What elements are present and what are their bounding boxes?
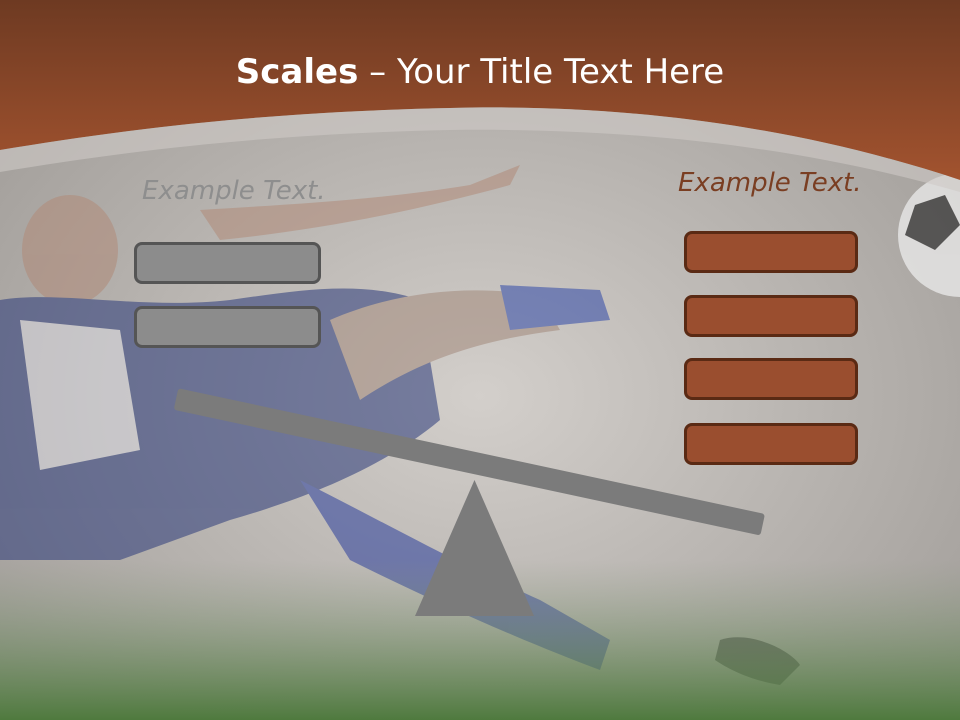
right-box-3	[684, 358, 858, 400]
left-example-text: Example Text.	[142, 176, 326, 206]
title-rest: – Your Title Text Here	[358, 52, 725, 92]
right-box-2	[684, 295, 858, 337]
title-bold: Scales	[235, 52, 359, 92]
right-example-text: Example Text.	[678, 168, 862, 198]
left-box-2	[134, 306, 321, 348]
left-box-1	[134, 242, 321, 284]
right-box-4	[684, 423, 858, 465]
right-box-1	[684, 231, 858, 273]
soccer-ball-icon	[898, 173, 960, 297]
slide-title: Scales – Your Title Text Here	[0, 52, 960, 92]
triangle-icon	[415, 480, 534, 616]
